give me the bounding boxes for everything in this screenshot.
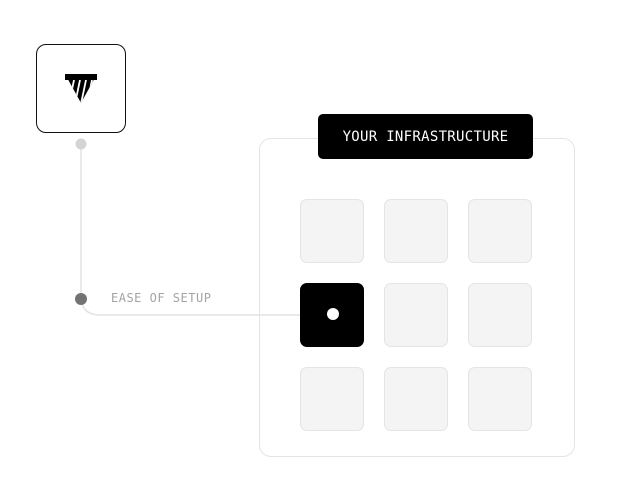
vercel-triangle-logo-icon [65,73,97,103]
connector-mid-dot [75,293,87,305]
infra-cell-active [300,283,364,347]
logo-card [36,44,126,133]
infra-cell [300,199,364,263]
infrastructure-title: YOUR INFRASTRUCTURE [318,114,533,159]
connection-endpoint-dot [327,308,339,320]
connector-top-dot [75,138,87,150]
infra-cell [468,367,532,431]
infra-cell [384,283,448,347]
step-label: EASE OF SETUP [111,291,212,305]
infra-cell [468,283,532,347]
infra-cell [468,199,532,263]
infra-cell [300,367,364,431]
infra-cell [384,367,448,431]
infra-cell [384,199,448,263]
